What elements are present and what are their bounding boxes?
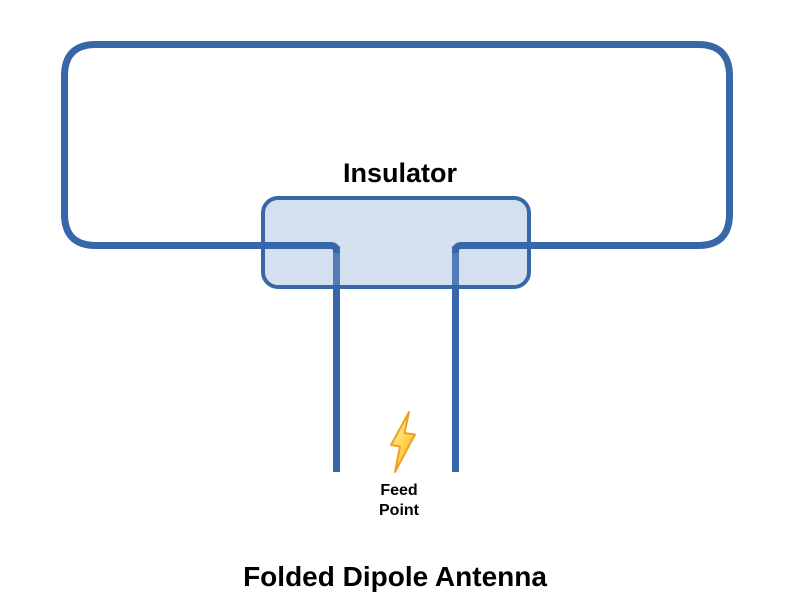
feed-point-label-line2: Point	[379, 502, 419, 519]
feed-point-label-line1: Feed	[380, 482, 418, 499]
diagram-title: Folded Dipole Antenna	[243, 561, 547, 592]
feed-point-label: Feed Point	[299, 481, 499, 521]
dipole-loop-wire	[61, 41, 733, 253]
lightning-bolt-icon	[390, 411, 416, 473]
insulator-label: Insulator	[342, 158, 457, 188]
